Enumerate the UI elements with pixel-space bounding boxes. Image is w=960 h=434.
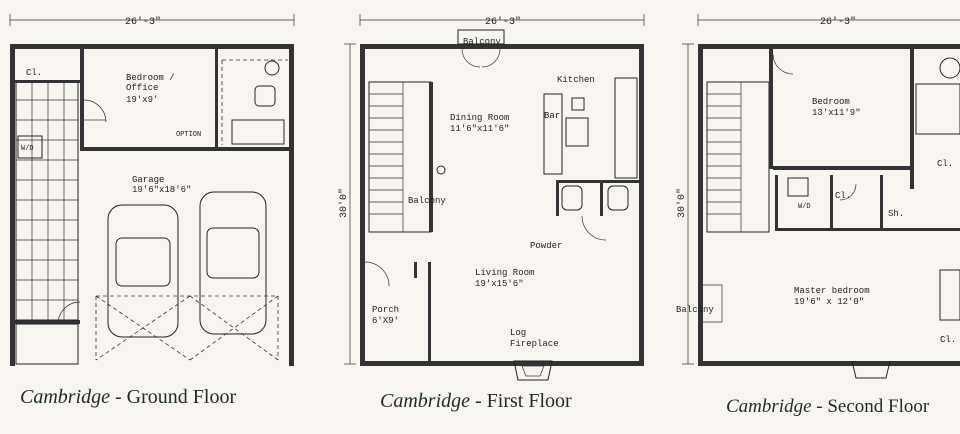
second-master-size: 19'6" x 12'0" (794, 297, 864, 307)
ground-bedroom-label-2: Office (126, 83, 158, 93)
first-caption-sep: - (470, 390, 487, 412)
ground-closet-label: Cl. (26, 68, 42, 78)
ground-caption-floor: Ground Floor (126, 386, 237, 408)
first-log-label: Log (510, 328, 526, 338)
ground-width-dimension: 26'-3" (125, 16, 161, 28)
second-closet-b-label: Cl. (835, 191, 851, 201)
first-balcony-top-label: Balcony (463, 37, 501, 47)
second-closet-c-label: Cl. (940, 335, 956, 345)
first-floor-caption: Cambridge - First Floor (380, 390, 572, 413)
first-living-label: Living Room (475, 268, 534, 278)
second-width-dimension: 26'-3" (820, 16, 856, 28)
second-caption-floor: Second Floor (827, 396, 930, 417)
second-floor-plan: 26'-3" 30'0" Bed (676, 14, 960, 379)
first-kitchen-label: Kitchen (557, 75, 595, 85)
ground-option-label: OPTION (176, 131, 201, 139)
second-bedroom-label: Bedroom (812, 97, 850, 107)
ground-garage-label: Garage (132, 175, 164, 185)
ground-garage-size: 19'6"x18'6" (132, 185, 191, 195)
first-powder-label: Powder (530, 241, 562, 251)
second-floor-caption: Cambridge - Second Floor (726, 396, 929, 418)
first-fireplace-label: Fireplace (510, 339, 559, 349)
second-balcony-label: Balcony (676, 305, 714, 315)
first-caption-name: Cambridge (380, 390, 470, 412)
second-closet-a-label: Cl. (937, 159, 953, 169)
first-living-size: 19'x15'6" (475, 279, 524, 289)
second-wd-label: W/D (798, 203, 811, 211)
second-caption-name: Cambridge (726, 396, 812, 417)
ground-floor-caption: Cambridge - Ground Floor (20, 386, 236, 409)
first-caption-floor: First Floor (486, 390, 572, 412)
first-porch-size: 6'X9' (372, 316, 399, 326)
second-bedroom-size: 13'x11'9" (812, 108, 861, 118)
ground-caption-sep: - (110, 386, 127, 408)
first-width-dimension: 26'-3" (485, 16, 521, 28)
ground-wd-label: W/D (21, 145, 34, 153)
first-depth-dimension: 30'0" (338, 188, 350, 218)
ground-caption-name: Cambridge (20, 386, 110, 408)
first-dining-label: Dining Room (450, 113, 509, 123)
second-master-label: Master bedroom (794, 286, 870, 296)
first-balcony-label: Balcony (408, 196, 446, 206)
ground-floor-plan: 26'-3" (9, 14, 295, 366)
first-dining-size: 11'6"x11'6" (450, 124, 509, 134)
first-bar-label: Bar (544, 111, 560, 121)
first-porch-label: Porch (372, 305, 399, 315)
ground-bedroom-label: Bedroom / (126, 73, 175, 83)
second-shower-label: Sh. (888, 209, 904, 219)
first-floor-plan: 26'-3" 30'0" (338, 14, 645, 381)
second-depth-dimension: 30'0" (676, 188, 688, 218)
ground-bedroom-size: 19'x9' (126, 95, 158, 105)
second-caption-sep: - (811, 396, 828, 417)
